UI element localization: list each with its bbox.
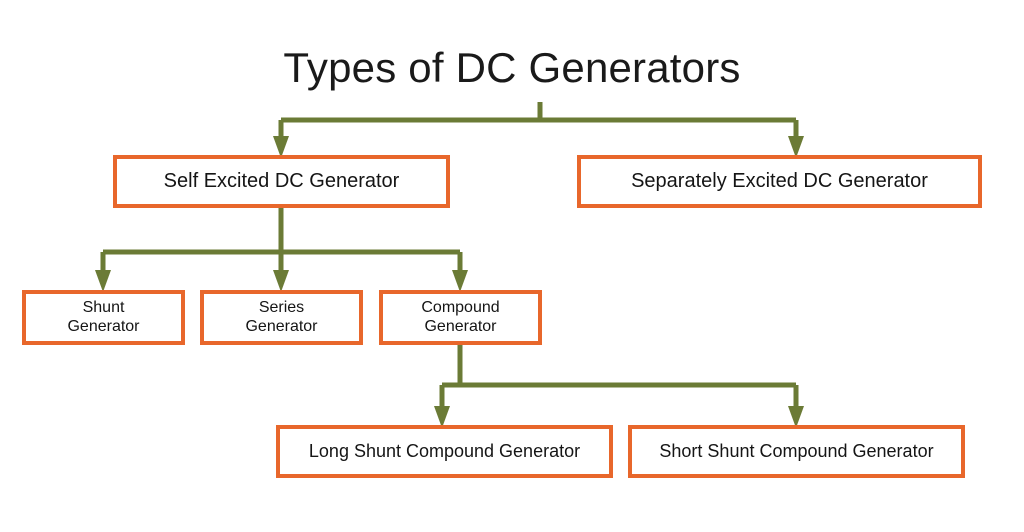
node-label-line1: Compound xyxy=(421,298,500,316)
node-label-line1: Shunt xyxy=(82,298,125,316)
node-self-excited-dc-generator[interactable]: Self Excited DC Generator xyxy=(113,155,450,208)
node-compound-generator[interactable]: Compound Generator xyxy=(379,290,542,345)
node-long-shunt-compound-generator[interactable]: Long Shunt Compound Generator xyxy=(276,425,613,478)
node-series-generator[interactable]: Series Generator xyxy=(200,290,363,345)
arrowhead-series xyxy=(273,270,289,292)
node-label: Long Shunt Compound Generator xyxy=(308,440,581,461)
arrowhead-shunt xyxy=(95,270,111,292)
node-short-shunt-compound-generator[interactable]: Short Shunt Compound Generator xyxy=(628,425,965,478)
node-label: Short Shunt Compound Generator xyxy=(659,440,934,461)
node-shunt-generator[interactable]: Shunt Generator xyxy=(22,290,185,345)
node-separately-excited-dc-generator[interactable]: Separately Excited DC Generator xyxy=(577,155,982,208)
node-label: Self Excited DC Generator xyxy=(163,169,400,192)
node-label-line1: Series xyxy=(258,298,305,316)
node-label-line2: Generator xyxy=(424,317,497,335)
node-label-line2: Generator xyxy=(245,317,318,335)
page-title: Types of DC Generators xyxy=(283,44,741,91)
arrowhead-compound xyxy=(452,270,468,292)
node-label-line2: Generator xyxy=(67,317,140,335)
node-label: Separately Excited DC Generator xyxy=(631,169,928,192)
